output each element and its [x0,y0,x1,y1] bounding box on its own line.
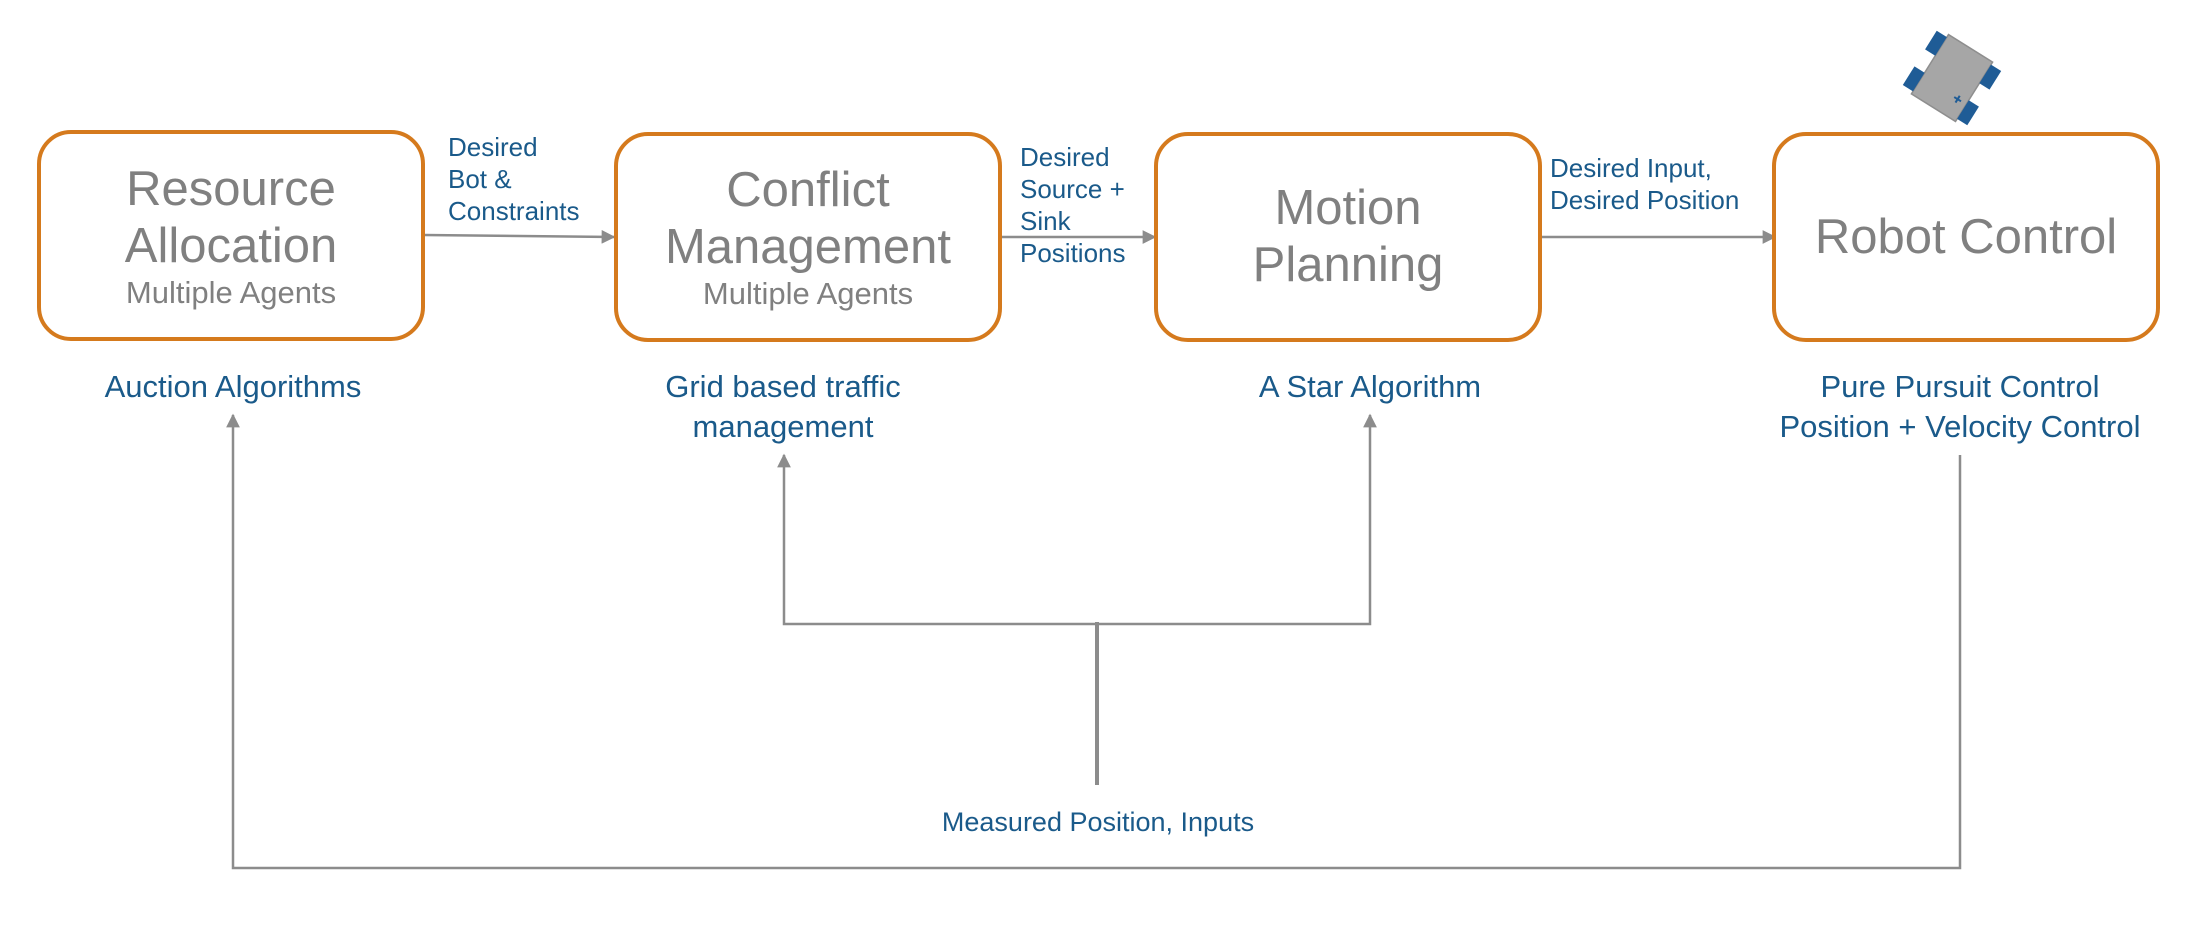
edge-label-source-sink: Desired Source + Sink Positions [1020,142,1126,268]
robot-control-box: Robot Control [1772,132,2160,342]
edge-label-bot-constraints: Desired Bot & Constraints [448,132,580,226]
conflict-management-box: Conflict Management Multiple Agents [614,132,1002,342]
caption-grid-traffic: Grid based traffic management [665,369,901,444]
resource-allocation-box: Resource Allocation Multiple Agents [37,130,425,341]
resource-allocation-subtitle: Multiple Agents [125,274,337,310]
feedback-to-conflict-line [777,453,1097,626]
caption-a-star: A Star Algorithm [1258,369,1482,404]
conflict-management-subtitle: Multiple Agents [702,276,914,311]
feedback-loop-line [226,413,1962,870]
edge-label-desired-input: Desired Input, Desired Position [1550,153,1740,215]
feedback-label: Measured Position, Inputs [941,807,1255,837]
resource-allocation-title: Resource Allocation [124,161,338,273]
motion-planning-title: Motion Planning [1252,181,1444,292]
robot-icon [1902,30,2002,126]
motion-planning-box: Motion Planning [1154,132,1542,342]
caption-pure-pursuit: Pure Pursuit Control Position + Velocity… [1779,369,2141,444]
caption-auction-algorithms: Auction Algorithms [104,369,362,404]
robot-control-title: Robot Control [1814,209,2118,264]
arrow-resource-to-conflict [423,229,616,244]
feedback-to-motion-line [1097,413,1377,626]
conflict-management-title: Conflict Management [664,163,951,274]
